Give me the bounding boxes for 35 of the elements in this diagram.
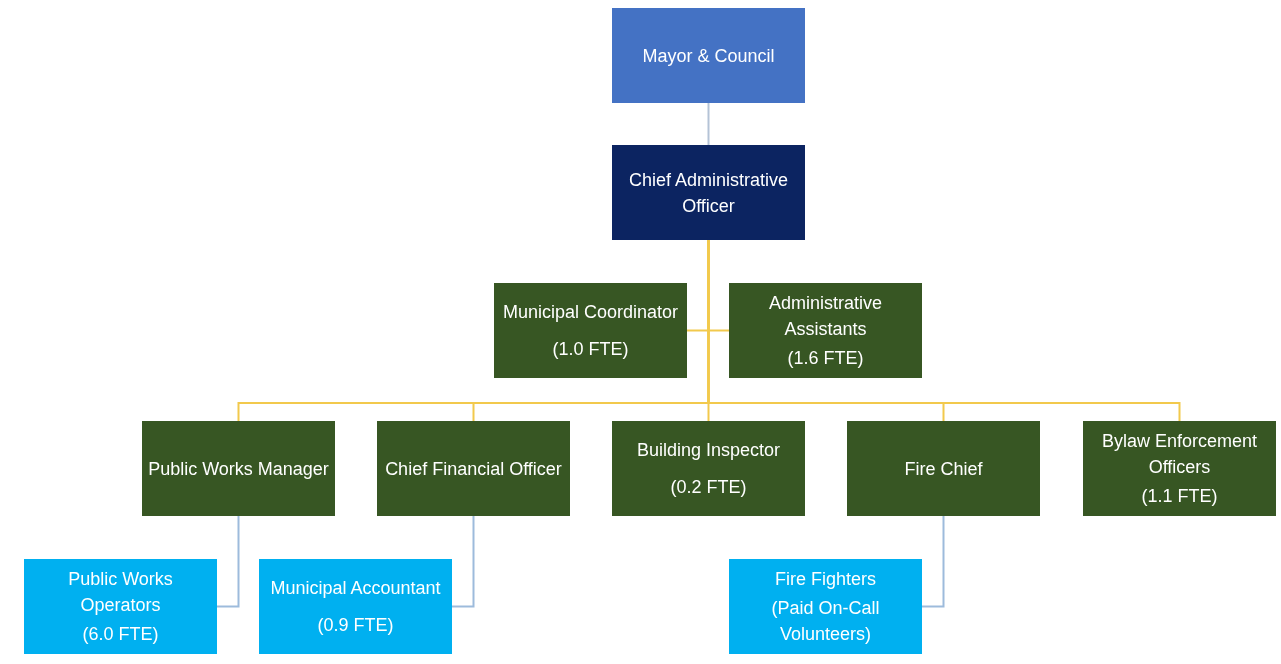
- connector-line: [921, 515, 945, 608]
- position-box: [377, 421, 570, 516]
- connector-line: [451, 515, 475, 608]
- position-title: Administrative Assistants: [767, 292, 883, 341]
- position-title: Public Works Manager: [148, 457, 329, 481]
- position-box: [494, 283, 687, 378]
- position-title: Bylaw Enforcement Officers: [1100, 430, 1259, 479]
- position-box: [612, 145, 805, 240]
- position-detail: (0.9 FTE): [317, 614, 394, 638]
- position-detail: (1.0 FTE): [552, 338, 629, 362]
- position-box: [259, 559, 452, 654]
- position-detail: (0.2 FTE): [670, 476, 747, 500]
- position-detail: (Paid On-Call Volunteers): [770, 597, 881, 646]
- position-title: Building Inspector: [636, 438, 781, 462]
- position-detail: (6.0 FTE): [82, 623, 159, 646]
- position-box: [612, 421, 805, 516]
- position-box: [847, 421, 1040, 516]
- position-title: Municipal Coordinator: [502, 300, 679, 324]
- position-box: [612, 8, 805, 103]
- position-box: [1083, 421, 1276, 516]
- position-box: [24, 559, 217, 654]
- position-detail: (1.1 FTE): [1141, 485, 1218, 508]
- position-box: [729, 283, 922, 378]
- position-title: Chief Financial Officer: [385, 457, 562, 481]
- position-title: Mayor & Council: [642, 44, 775, 68]
- position-title: Chief Administrative Officer: [627, 168, 790, 218]
- connector-line: [707, 102, 710, 146]
- position-box: [729, 559, 922, 654]
- position-title: Fire Chief: [904, 457, 983, 481]
- position-box: [142, 421, 335, 516]
- position-title: Public Works Operators: [67, 568, 174, 617]
- position-title: Fire Fighters: [775, 568, 876, 591]
- position-title: Municipal Accountant: [270, 576, 441, 600]
- position-detail: (1.6 FTE): [787, 347, 864, 370]
- connector-line: [216, 515, 240, 608]
